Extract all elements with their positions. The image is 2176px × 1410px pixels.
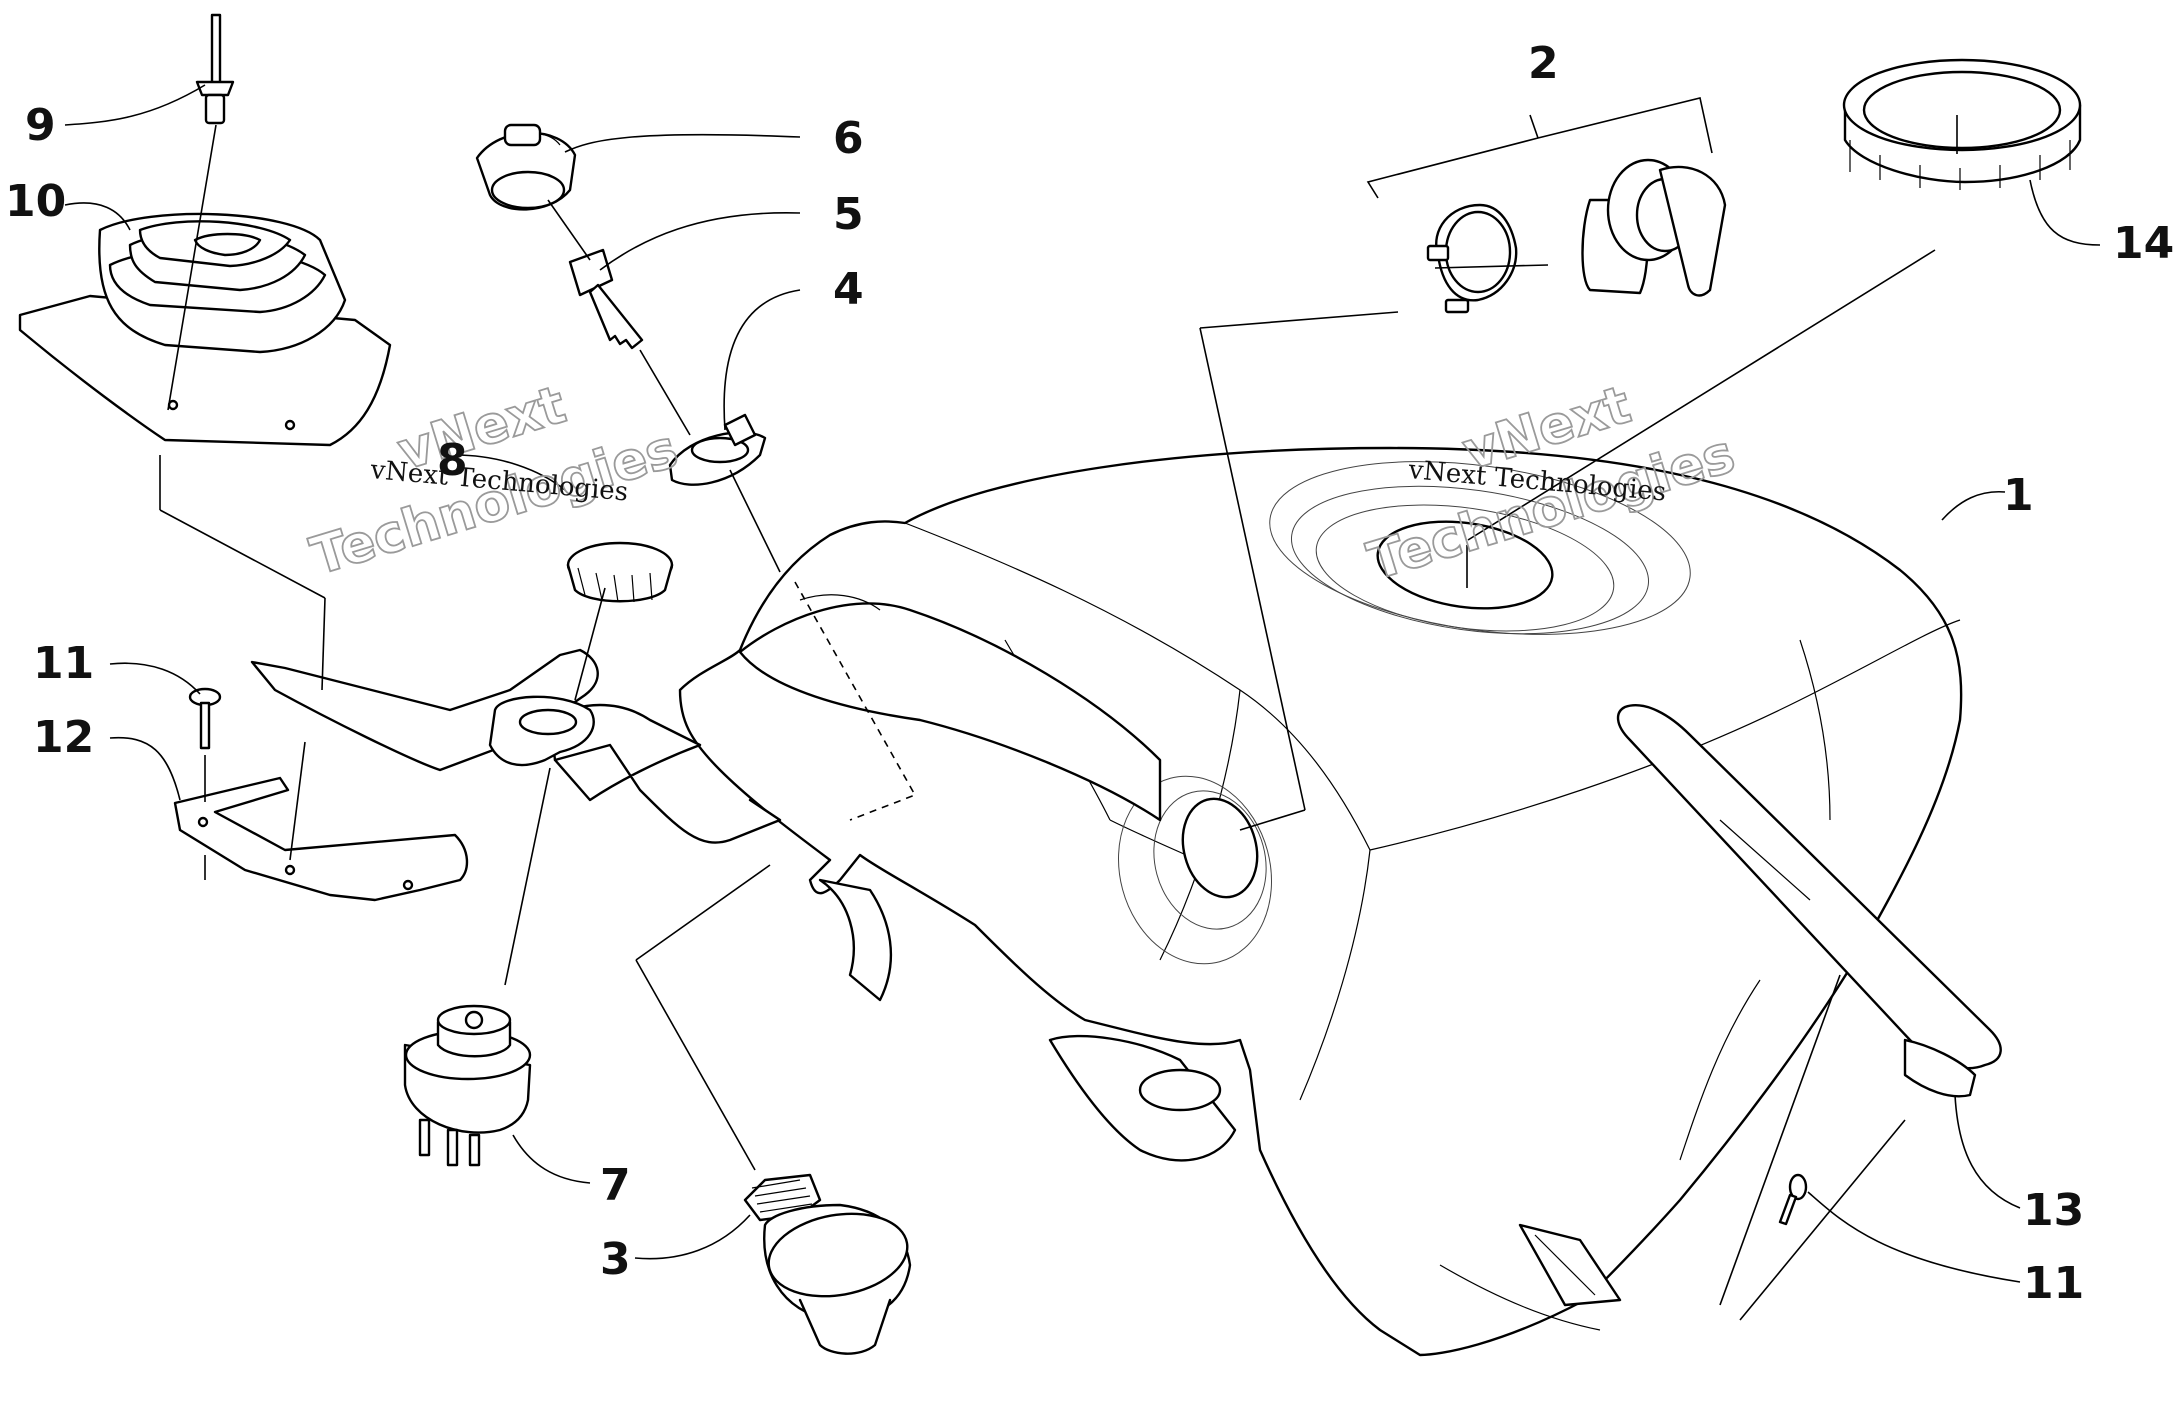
callout-3: 3 <box>600 1234 631 1285</box>
screw-part-11-right <box>1778 1173 1808 1226</box>
fuel-tank-part-1 <box>548 446 1963 1357</box>
key-head-part-6 <box>475 123 577 211</box>
callout-13: 13 <box>2023 1185 2084 1236</box>
tank-strap-part-13 <box>1616 704 2002 1098</box>
callout-12: 12 <box>33 712 94 763</box>
callout-2: 2 <box>1528 38 1559 89</box>
callout-14: 14 <box>2113 218 2174 269</box>
key-part-5 <box>568 248 644 350</box>
callout-11-left: 11 <box>33 638 94 689</box>
callout-5: 5 <box>833 189 864 240</box>
shift-boot-part-10 <box>18 212 392 447</box>
callout-7: 7 <box>600 1160 631 1211</box>
screw-part-11-left <box>188 687 222 750</box>
leader-lines <box>64 84 2101 1321</box>
plate-part-12 <box>173 776 469 902</box>
callout-4: 4 <box>833 264 864 315</box>
callout-10: 10 <box>5 176 66 227</box>
callout-9: 9 <box>25 100 56 151</box>
rivet-part-9 <box>195 13 235 125</box>
filler-ring-part-14 <box>1842 58 2082 190</box>
fuel-cap-assembly-part-2 <box>1426 158 1727 314</box>
ignition-switch-part-7 <box>403 1004 532 1167</box>
callout-6: 6 <box>833 113 864 164</box>
mounting-bracket <box>250 648 782 844</box>
washer-part-4 <box>668 413 767 486</box>
gas-cap-part-8 <box>566 541 674 603</box>
callout-8: 8 <box>437 435 468 486</box>
callout-1: 1 <box>2003 470 2034 521</box>
pressure-sensor-part-3 <box>743 1173 912 1355</box>
callout-11-right: 11 <box>2023 1258 2084 1309</box>
